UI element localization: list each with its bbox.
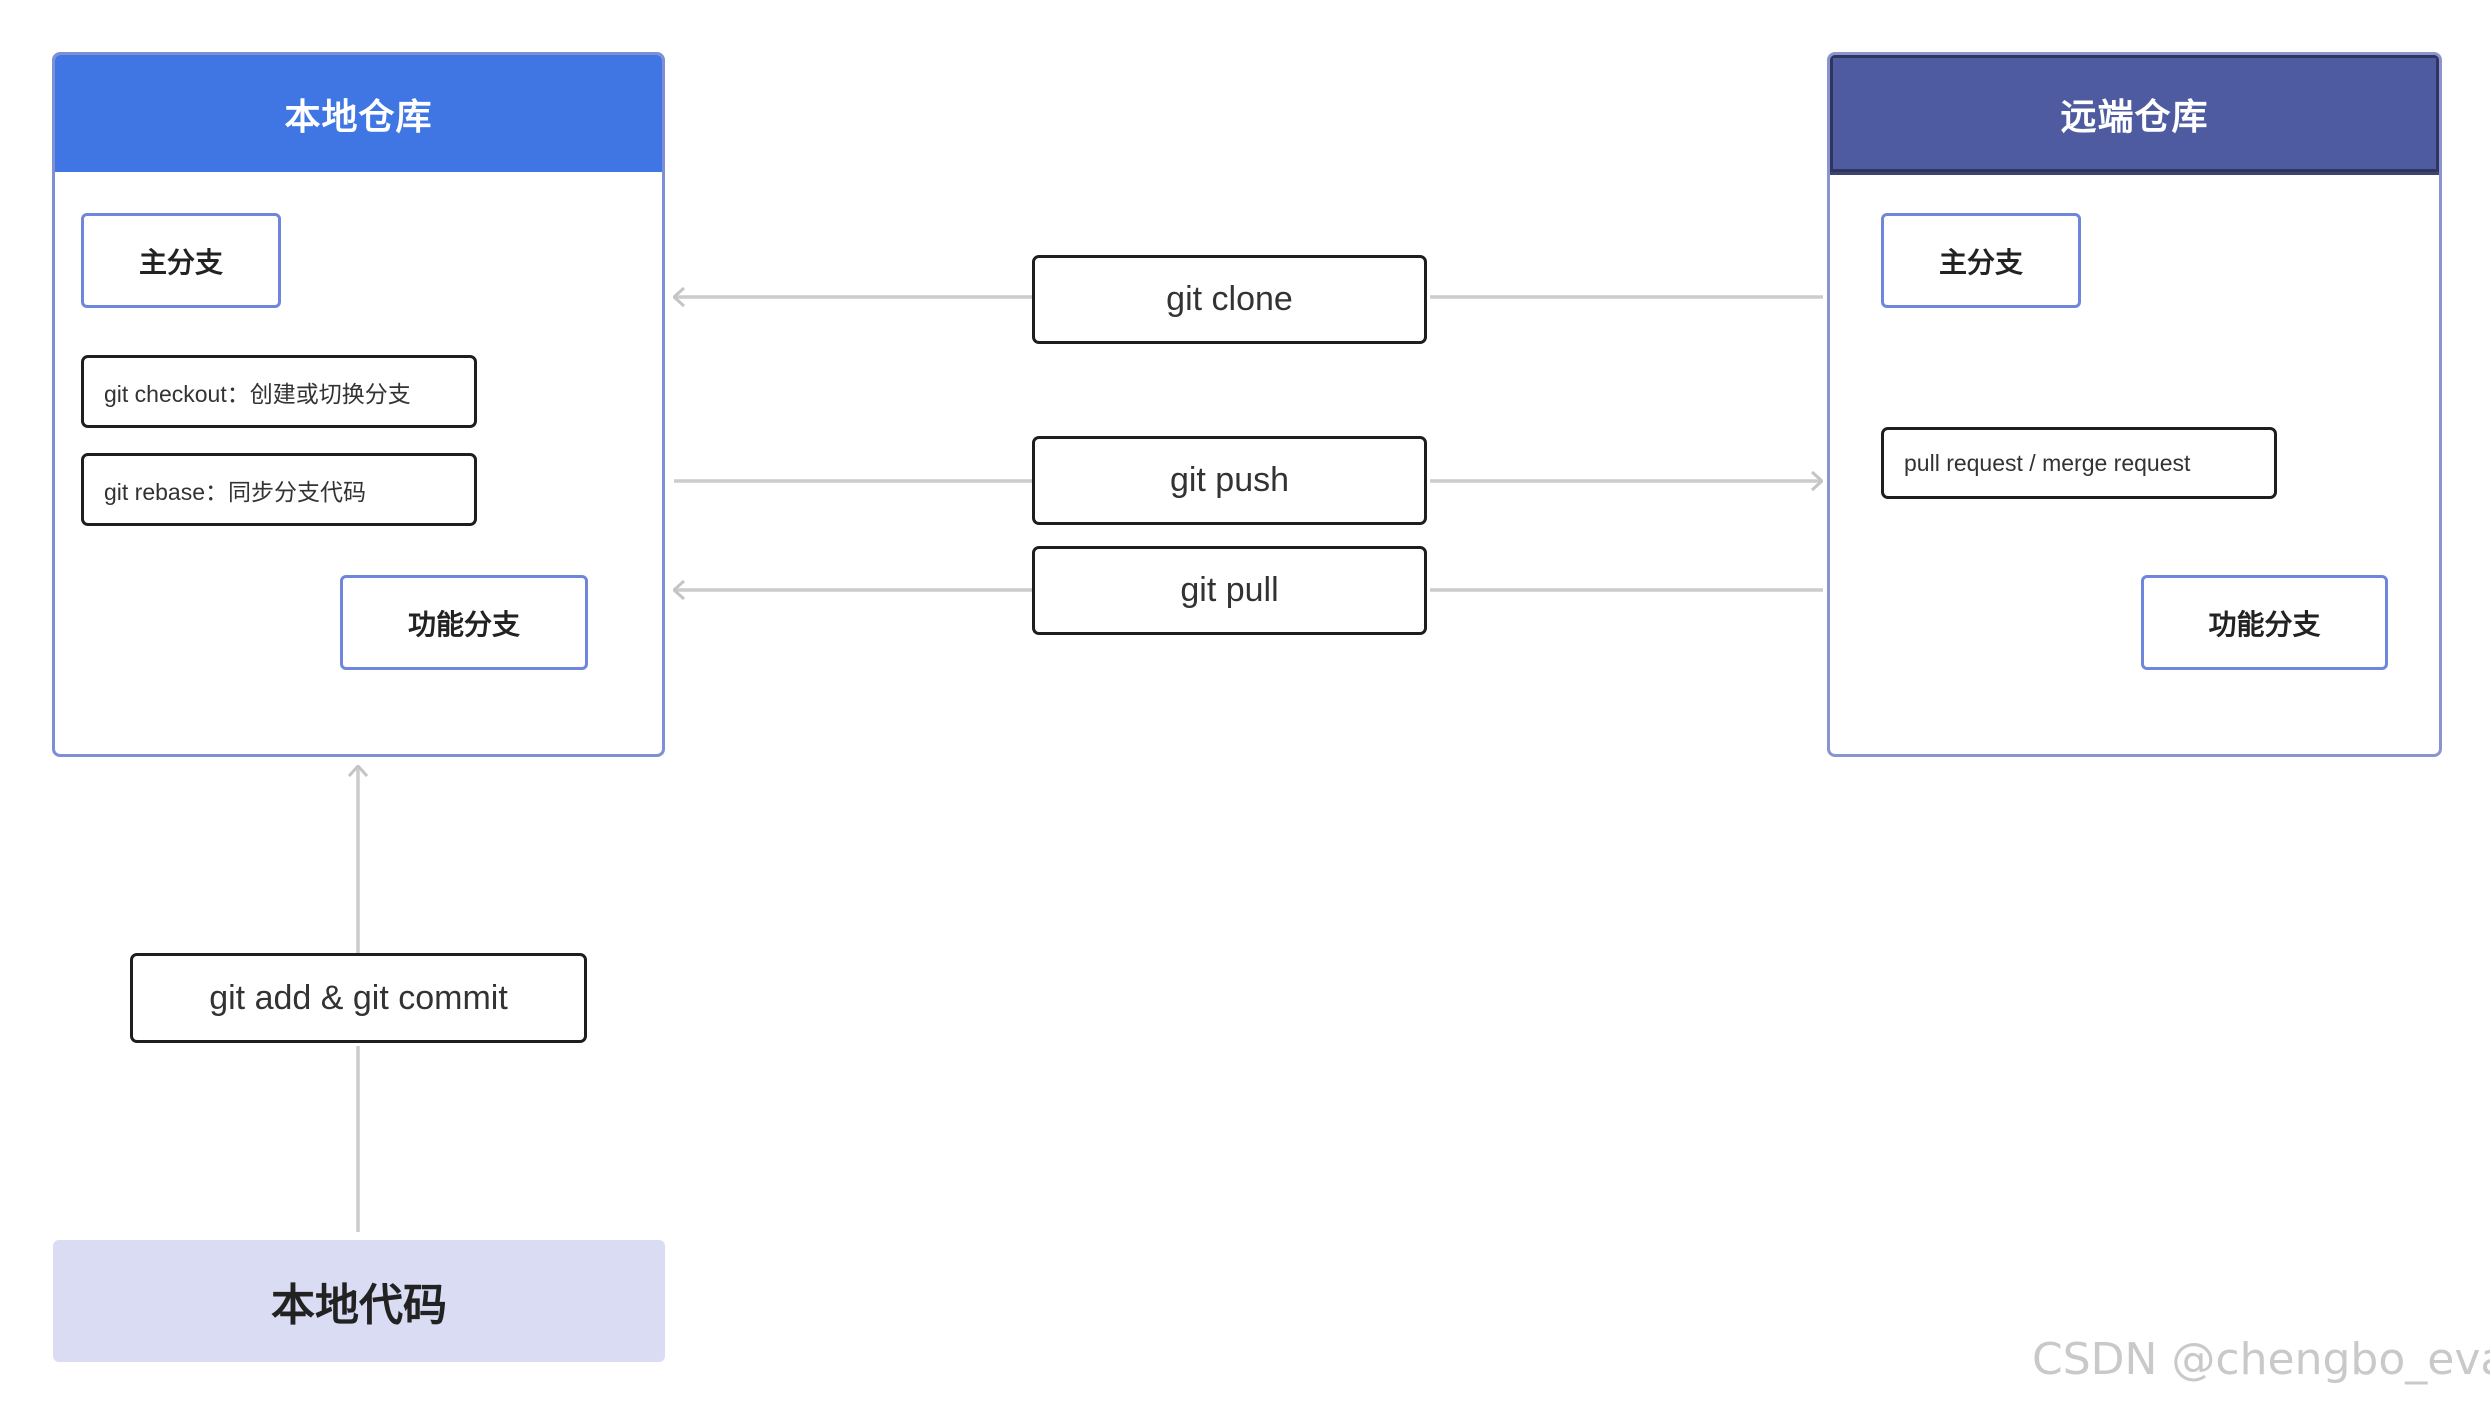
git-rebase-command[interactable]: git rebase：同步分支代码 [81,453,477,526]
remote-feature-branch[interactable]: 功能分支 [2141,575,2388,670]
local-main-branch[interactable]: 主分支 [81,213,281,308]
remote-main-branch[interactable]: 主分支 [1881,213,2081,308]
local-feature-branch[interactable]: 功能分支 [340,575,588,670]
local-repo-title: 本地仓库 [55,55,662,172]
git-pull-command[interactable]: git pull [1032,546,1427,635]
pull-request-command[interactable]: pull request / merge request [1881,427,2277,499]
local-code-box[interactable]: 本地代码 [53,1240,665,1362]
git-checkout-command[interactable]: git checkout：创建或切换分支 [81,355,477,428]
csdn-watermark: CSDN @chengbo_eva [2032,1334,2490,1385]
git-clone-command[interactable]: git clone [1032,255,1427,344]
git-commit-command[interactable]: git add & git commit [130,953,587,1043]
git-push-command[interactable]: git push [1032,436,1427,525]
remote-repo-title: 远端仓库 [1830,55,2439,175]
